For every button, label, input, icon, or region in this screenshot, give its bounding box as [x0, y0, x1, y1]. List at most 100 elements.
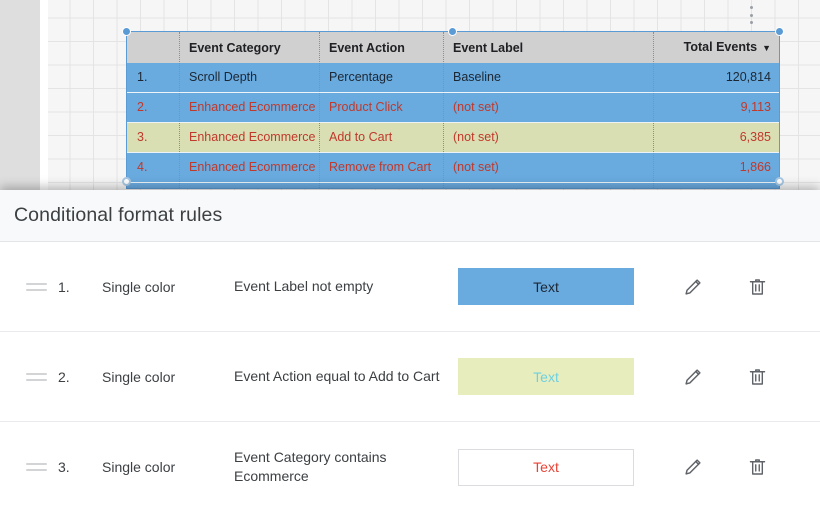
rule-actions [642, 449, 790, 485]
rule-condition: Event Category contains Ecommerce [234, 449, 387, 484]
rule-index: 1. [58, 278, 70, 295]
trash-icon [747, 366, 768, 388]
cell-total-events: 9,113 [653, 92, 779, 123]
rule-preview-label: Text [533, 368, 559, 385]
rule-color-preview[interactable]: Text [458, 268, 634, 305]
rule-type: Single color [102, 278, 176, 295]
edit-rule-button[interactable] [675, 359, 711, 395]
delete-rule-button[interactable] [740, 449, 776, 485]
cell-total-events: 1,866 [653, 152, 779, 183]
cell-event-action: Remove from Cart [319, 152, 443, 183]
cell-event-label: (not set) [443, 122, 653, 153]
more-options-icon[interactable] [744, 4, 758, 26]
cell-index: 3. [127, 122, 179, 153]
table-header: Event Category Event Action Event Label … [127, 32, 779, 63]
pencil-icon [682, 276, 704, 298]
selection-handle-top-left[interactable] [122, 27, 131, 36]
delete-rule-button[interactable] [740, 269, 776, 305]
rule-preview-wrap: Text [458, 268, 642, 305]
drag-handle-icon[interactable] [26, 372, 58, 381]
cell-event-category: Scroll Depth [179, 63, 319, 93]
dialog-title: Conditional format rules [14, 204, 223, 226]
rule-actions [642, 269, 790, 305]
column-header-total-events[interactable]: Total Events ▼ [653, 32, 779, 63]
rule-actions [642, 359, 790, 395]
table-header-row: Event Category Event Action Event Label … [127, 32, 779, 63]
trash-icon [747, 456, 768, 478]
edit-rule-button[interactable] [675, 269, 711, 305]
cell-event-action: Percentage [319, 63, 443, 93]
drag-handle-bar [26, 469, 47, 471]
cell-event-action: Product Click [319, 92, 443, 123]
edit-rule-button[interactable] [675, 449, 711, 485]
rule-preview-wrap: Text [458, 358, 642, 395]
rule-preview-label: Text [533, 459, 559, 475]
selection-handle-bottom-right[interactable] [775, 177, 784, 186]
drag-handle-icon[interactable] [26, 463, 58, 471]
selection-handle-top-center[interactable] [448, 27, 457, 36]
drag-handle-bar [26, 378, 47, 381]
drag-handle-bar [26, 463, 47, 465]
column-header-event-action[interactable]: Event Action [319, 32, 443, 63]
sort-descending-icon[interactable]: ▼ [762, 43, 771, 53]
drag-handle-bar [26, 288, 47, 291]
rule-condition: Event Action equal to Add to Cart [234, 368, 440, 384]
rule-color-preview[interactable]: Text [458, 448, 634, 486]
table-row[interactable]: 5.Enhanced EcommerceQuickview ClickAndro… [127, 182, 779, 188]
column-divider[interactable] [653, 32, 654, 188]
selection-handle-top-right[interactable] [775, 27, 784, 36]
pencil-icon [682, 366, 704, 388]
cell-index: 2. [127, 92, 179, 123]
column-header-total-events-text: Total Events [683, 40, 758, 54]
rule-type: Single color [102, 459, 176, 475]
drag-handle-bar [26, 372, 47, 375]
kebab-dot [749, 13, 753, 17]
selection-handle-bottom-left[interactable] [122, 177, 131, 186]
report-table[interactable]: Event Category Event Action Event Label … [126, 31, 780, 189]
drag-handle-bar [26, 282, 47, 285]
cell-event-action: Add to Cart [319, 122, 443, 153]
column-divider[interactable] [179, 32, 180, 188]
events-table: Event Category Event Action Event Label … [127, 32, 779, 188]
drag-handle-icon[interactable] [26, 282, 58, 291]
rule-color-preview[interactable]: Text [458, 358, 634, 395]
rule-row: 3. Single color Event Category contains Ec… [0, 422, 820, 512]
cell-index: 4. [127, 152, 179, 183]
delete-rule-button[interactable] [740, 359, 776, 395]
column-divider[interactable] [319, 32, 320, 188]
cell-index: 1. [127, 63, 179, 93]
column-header-event-label[interactable]: Event Label [443, 32, 653, 63]
kebab-dot [749, 6, 753, 9]
column-header-index[interactable] [127, 32, 179, 63]
column-divider[interactable] [443, 32, 444, 188]
cell-event-category: Enhanced Ecommerce [179, 182, 319, 188]
rule-type: Single color [102, 368, 176, 385]
left-panel-edge [40, 0, 48, 192]
rule-condition: Event Label not empty [234, 278, 374, 294]
trash-icon [747, 276, 768, 298]
cell-event-category: Enhanced Ecommerce [179, 122, 319, 153]
kebab-dot [749, 21, 753, 24]
left-panel [0, 0, 40, 192]
cell-event-category: Enhanced Ecommerce [179, 152, 319, 183]
cell-event-action: Quickview Click [319, 182, 443, 188]
rule-preview-label: Text [533, 278, 559, 295]
cell-event-label: (not set) [443, 152, 653, 183]
rule-preview-wrap: Text [458, 448, 642, 486]
cell-event-category: Enhanced Ecommerce [179, 92, 319, 123]
cell-total-events: 1,820 [653, 182, 779, 188]
rule-index: 2. [58, 368, 70, 385]
column-header-event-category[interactable]: Event Category [179, 32, 319, 63]
rule-row: 1. Single color Event Label not empty Text [0, 242, 820, 332]
rule-index: 3. [58, 459, 70, 475]
cell-event-label: Baseline [443, 63, 653, 93]
cell-total-events: 6,385 [653, 122, 779, 153]
cell-index: 5. [127, 182, 179, 188]
